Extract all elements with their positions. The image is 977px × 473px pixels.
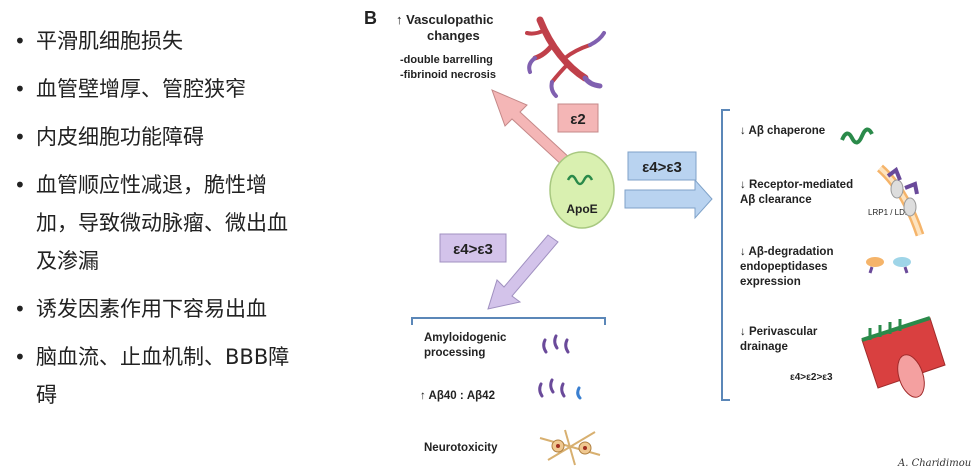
- receptor-membrane-icon: [876, 164, 925, 237]
- signature: A. Charidimou: [897, 458, 971, 469]
- svg-text:drainage: drainage: [740, 341, 788, 353]
- arrow-down-epsilon4: [487, 234, 559, 310]
- svg-text:↓ Receptor-mediated: ↓ Receptor-mediated: [740, 179, 853, 191]
- arrow-right-epsilon4: [624, 178, 713, 220]
- panel-label: B: [364, 8, 377, 28]
- epsilon4-right-label: ε4>ε3: [642, 159, 682, 176]
- svg-text:-fibrinoid necrosis: -fibrinoid necrosis: [400, 69, 496, 81]
- epsilon4-down-label: ε4>ε3: [453, 241, 493, 258]
- bullet-item: •诱发因素作用下容易出血: [14, 297, 267, 321]
- svg-text:Aβ clearance: Aβ clearance: [740, 194, 812, 206]
- svg-text:Amyloidogenic: Amyloidogenic: [424, 332, 507, 344]
- chaperone-helix-icon: [840, 127, 874, 145]
- svg-text:Neurotoxicity: Neurotoxicity: [424, 442, 498, 454]
- epsilon4-down-box: [439, 233, 507, 263]
- epsilon2-box: [557, 103, 599, 133]
- apoe-center: [549, 151, 615, 229]
- bullet-list: •平滑肌细胞损失 •血管壁增厚、管腔狭窄 •内皮细胞功能障碍 •血管顺应性减退，…: [14, 22, 319, 424]
- bottom-bracket: [411, 317, 606, 325]
- svg-text:↓ Aβ chaperone: ↓ Aβ chaperone: [740, 125, 825, 137]
- svg-text:ε4>ε2>ε3: ε4>ε2>ε3: [790, 372, 833, 383]
- amyloid-fibril-icon: [542, 334, 570, 354]
- svg-text:expression: expression: [740, 276, 801, 288]
- apoe-helix-icon: [566, 174, 594, 186]
- epsilon2-label: ε2: [570, 111, 585, 128]
- right-items: ↓ Aβ chaperone ↓ Receptor-mediated Aβ cl…: [740, 125, 915, 383]
- svg-text:changes: changes: [427, 28, 480, 43]
- endopeptidase-icon: [866, 257, 911, 274]
- perivascular-vessel-icon: [861, 316, 946, 398]
- svg-text:↓ Aβ-degradation: ↓ Aβ-degradation: [740, 246, 833, 258]
- svg-text:↓ Perivascular: ↓ Perivascular: [740, 326, 818, 338]
- vessel-branch-icon: [525, 16, 606, 98]
- svg-text:endopeptidases: endopeptidases: [740, 261, 828, 273]
- epsilon4-right-box: [627, 151, 697, 181]
- bullet-item: •内皮细胞功能障碍: [14, 125, 204, 149]
- top-text: ↑ Vasculopathic changes -double barrelli…: [396, 12, 496, 81]
- svg-text:↑ Aβ40 : Aβ42: ↑ Aβ40 : Aβ42: [420, 390, 495, 402]
- bullet-item: •脑血流、止血机制、BBB障碍: [14, 345, 290, 407]
- svg-text:-double barrelling: -double barrelling: [400, 54, 493, 66]
- svg-text:↑ Vasculopathic: ↑ Vasculopathic: [396, 12, 494, 27]
- bullet-item: •平滑肌细胞损失: [14, 29, 183, 53]
- bottom-items: Amyloidogenic processing ↑ Aβ40 : Aβ42 N…: [420, 332, 507, 454]
- right-bracket: [721, 109, 730, 401]
- neuron-icon: [539, 429, 601, 466]
- center-label: ApoE: [566, 202, 597, 216]
- bullet-item: •血管顺应性减退，脆性增加，导致微动脉瘤、微出血及渗漏: [14, 173, 288, 273]
- abeta-peptide-icon: [538, 378, 582, 400]
- svg-text:LRP1 / LDLR: LRP1 / LDLR: [868, 208, 915, 217]
- svg-text:processing: processing: [424, 347, 485, 359]
- bullet-item: •血管壁增厚、管腔狭窄: [14, 77, 246, 101]
